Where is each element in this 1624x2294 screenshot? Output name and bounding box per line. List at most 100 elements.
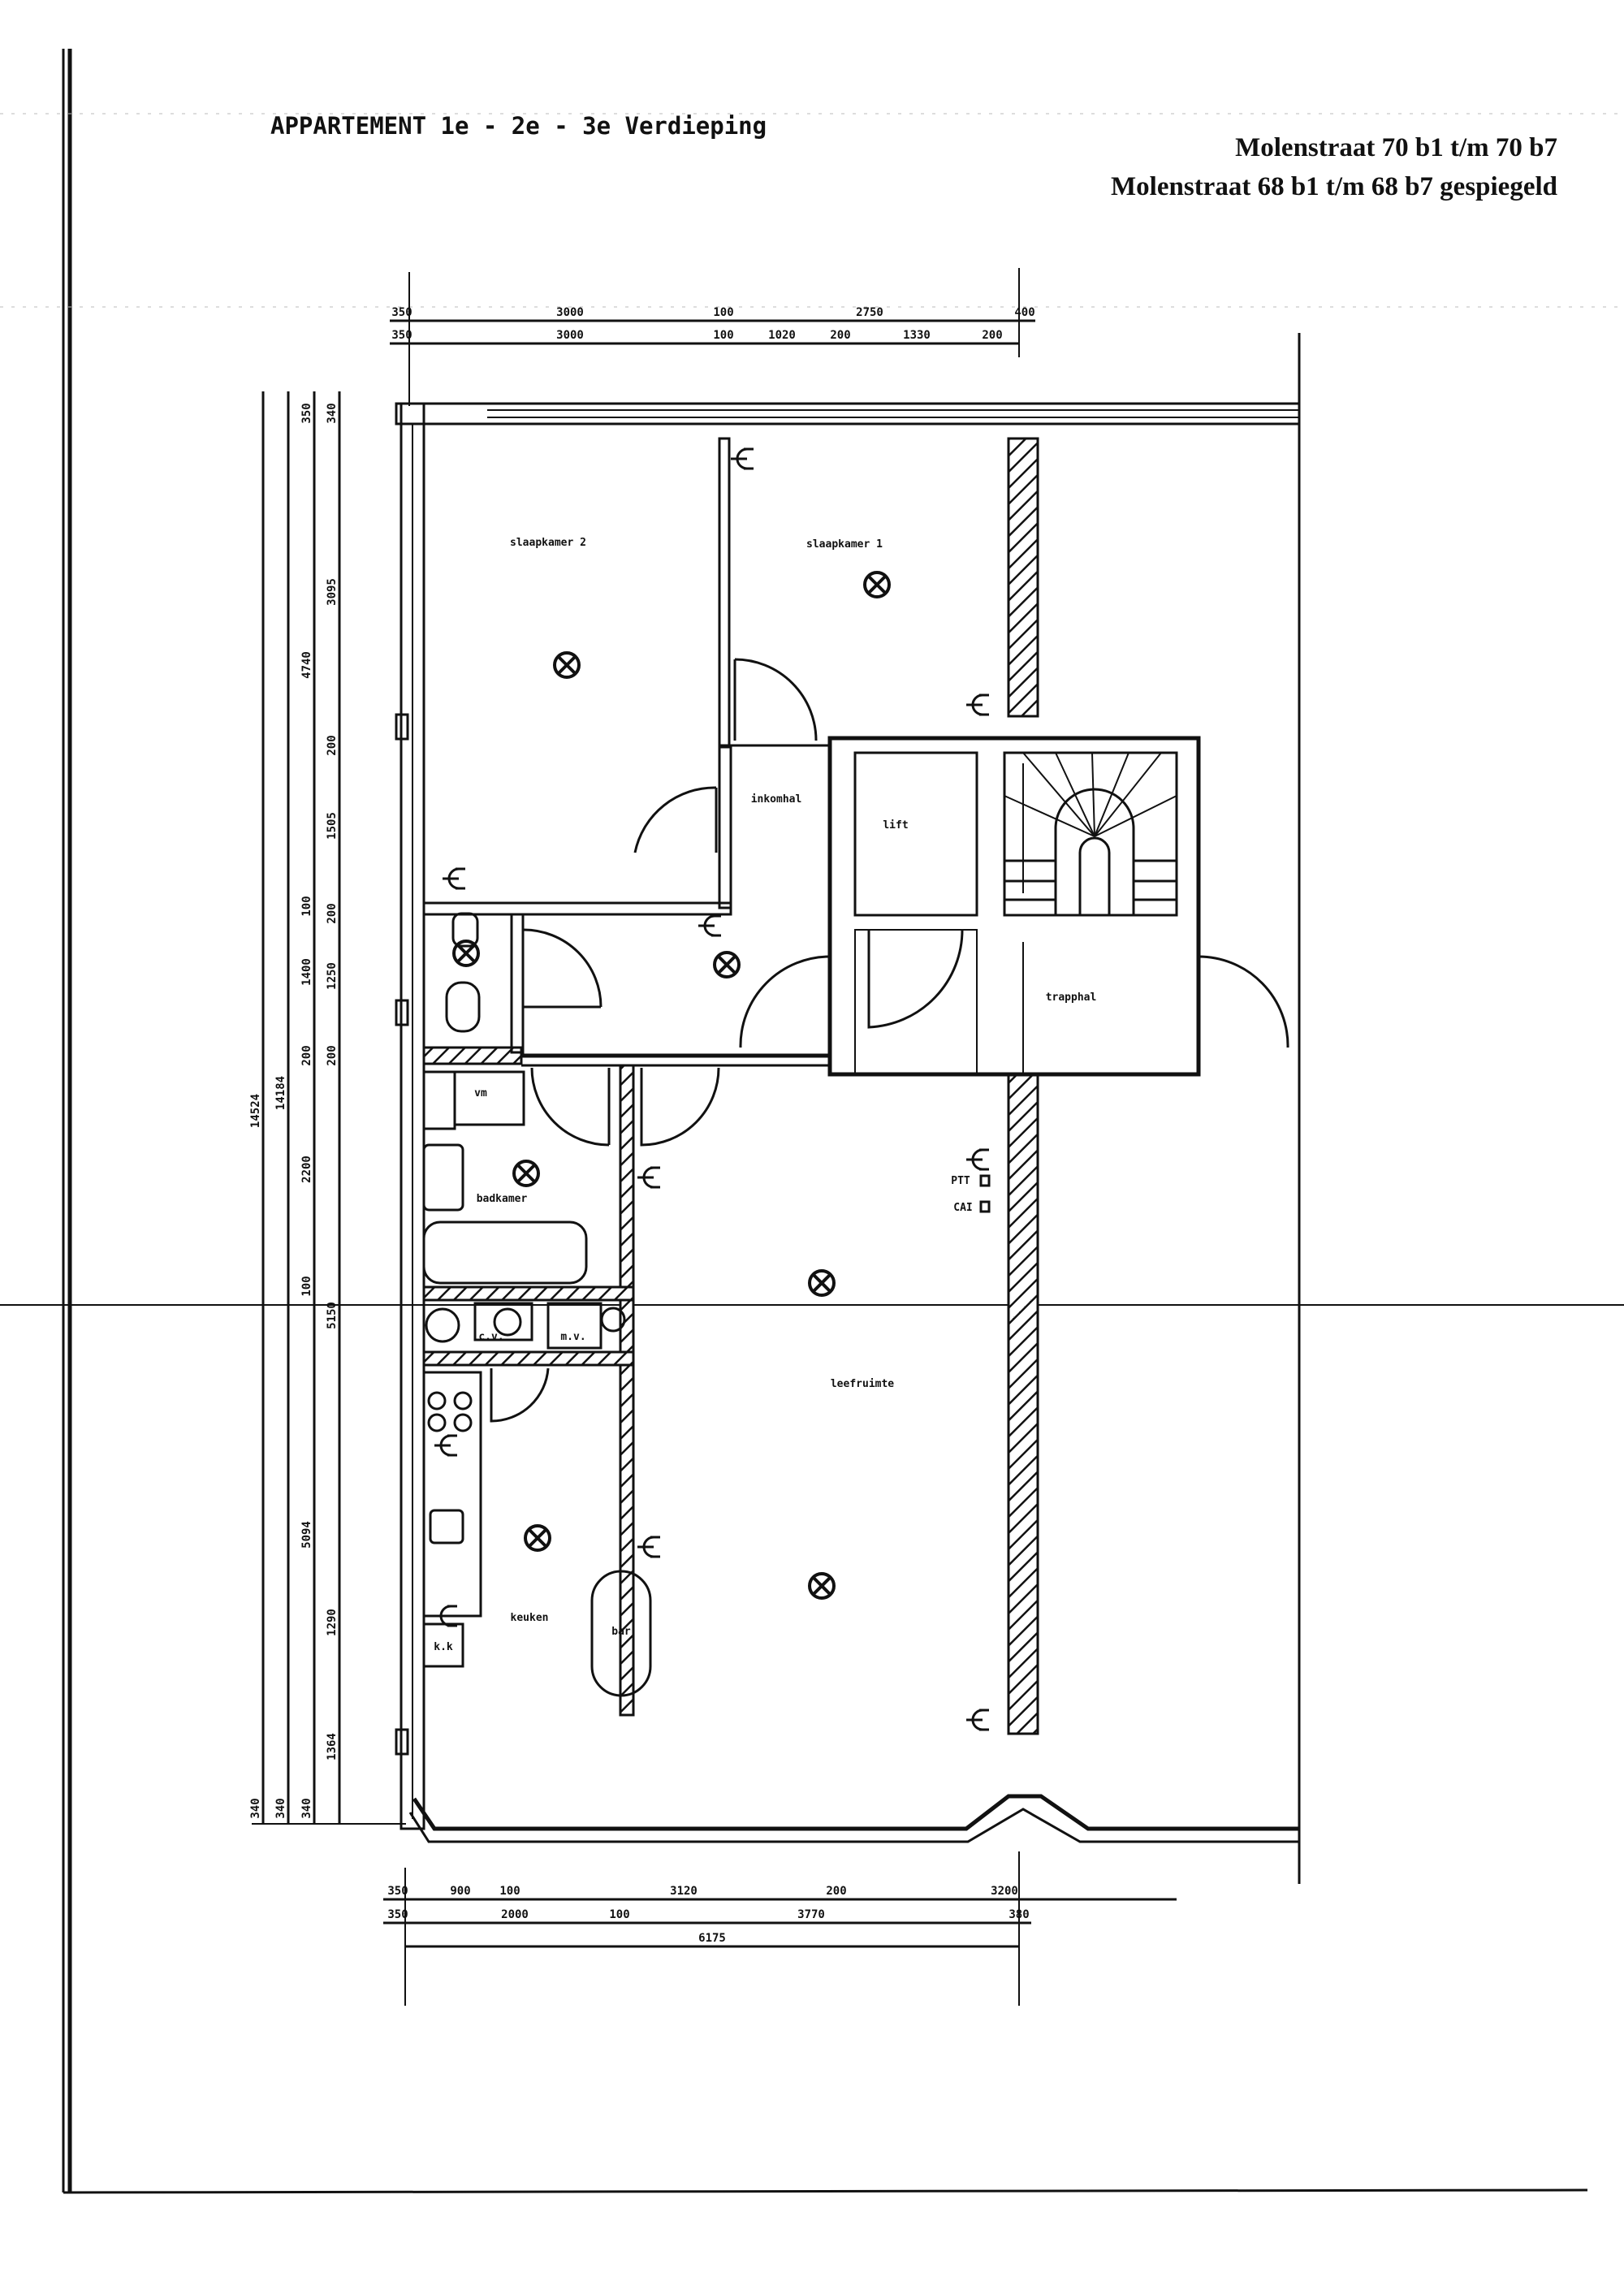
dimension-label: 1364 — [326, 1733, 339, 1760]
dimension-label: 200 — [300, 1045, 313, 1065]
lift-shaft — [853, 751, 978, 917]
dimension-label: 6175 — [698, 1932, 726, 1945]
room-label-elevator: lift — [883, 819, 908, 832]
label-central-heating: c.v. — [478, 1331, 503, 1343]
dimension-label: 2750 — [856, 306, 883, 319]
ceiling-light-icon — [512, 1160, 540, 1187]
room-label-entrance-hall: inkomhal — [751, 793, 802, 806]
outlet-icon — [965, 1148, 991, 1171]
label-ventilation: m.v. — [560, 1331, 585, 1343]
room-label-bathroom: badkamer — [477, 1193, 528, 1205]
dimension-label: 3095 — [326, 578, 339, 606]
boiler — [425, 1307, 460, 1343]
dimension-label: 5150 — [326, 1302, 339, 1329]
toilet-cistern — [451, 912, 479, 948]
dimension-label: 100 — [300, 896, 313, 916]
dimension-label: 4740 — [300, 651, 313, 679]
dimension-label: 900 — [450, 1885, 470, 1898]
page-frame — [0, 49, 1624, 2194]
label-cable-outlet: CAI — [953, 1202, 972, 1214]
outlet-icon — [729, 447, 755, 470]
staircase — [1003, 751, 1178, 917]
ceiling-light-icon — [524, 1524, 551, 1552]
ceiling-light-icon — [808, 1572, 836, 1600]
dimension-label: 340 — [300, 1798, 313, 1818]
ceiling-light-icon — [553, 651, 581, 679]
room-label-kitchen: keuken — [511, 1612, 549, 1624]
outlet-icon — [697, 914, 723, 937]
dimension-label: 100 — [713, 329, 733, 342]
outlet-icon — [636, 1166, 662, 1189]
toilet — [445, 981, 481, 1033]
dimension-label: 3770 — [797, 1908, 825, 1921]
dimension-label: 350 — [387, 1885, 408, 1898]
dimension-label: 350 — [391, 329, 412, 342]
room-labels: slaapkamer 2 slaapkamer 1 inkomhal lift … — [434, 537, 1096, 1653]
building-core — [827, 736, 1201, 1077]
ceiling-light-icon — [863, 571, 891, 598]
room-label-bar: bar — [611, 1626, 631, 1638]
label-washer: vm — [474, 1087, 487, 1099]
dimension-label: 3000 — [556, 329, 584, 342]
address-line-2: Molenstraat 68 b1 t/m 68 b7 gespiegeld — [1111, 172, 1557, 201]
dimension-label: 100 — [300, 1276, 313, 1296]
plan-title: APPARTEMENT 1e - 2e - 3e Verdieping — [270, 112, 767, 140]
sink — [422, 1143, 464, 1212]
outlet-icon — [636, 1536, 662, 1558]
dimension-label: 200 — [982, 329, 1002, 342]
ceiling-light-icon — [808, 1269, 836, 1297]
ceiling-light-icon — [713, 951, 741, 979]
dimension-label: 340 — [249, 1798, 262, 1818]
dimension-label: 1290 — [326, 1609, 339, 1636]
interior-walls — [422, 437, 1039, 1735]
room-label-bedroom-1: slaapkamer 1 — [806, 538, 883, 551]
ceiling-lights — [452, 571, 891, 1600]
address-line-1: Molenstraat 70 b1 t/m 70 b7 — [1235, 133, 1557, 162]
dimension-label: 400 — [1014, 306, 1034, 319]
dimension-label: 380 — [1009, 1908, 1029, 1921]
dimension-label: 200 — [830, 329, 850, 342]
room-label-stair-hall: trapphal — [1046, 991, 1097, 1004]
dimension-label: 1330 — [903, 329, 931, 342]
dimension-label: 100 — [713, 306, 733, 319]
dimension-label: 200 — [326, 1045, 339, 1065]
bar-counter — [590, 1570, 652, 1697]
dimension-label: 2000 — [501, 1908, 529, 1921]
bathtub — [422, 1220, 588, 1285]
kitchen-counter — [422, 1371, 482, 1618]
dimension-label: 200 — [326, 735, 339, 755]
label-phone-outlet: PTT — [951, 1175, 970, 1187]
dimension-label: 3120 — [670, 1885, 698, 1898]
dimension-label: 340 — [274, 1798, 287, 1818]
dimension-label: 14184 — [274, 1076, 287, 1110]
dimension-label: 340 — [326, 403, 339, 423]
label-fridge: k.k — [434, 1641, 453, 1653]
dimension-label: 1250 — [326, 962, 339, 990]
room-label-bedroom-2: slaapkamer 2 — [510, 537, 586, 549]
dimension-label: 100 — [609, 1908, 629, 1921]
washer-box — [422, 1070, 456, 1130]
dimension-label: 350 — [300, 403, 313, 423]
dimension-label: 2200 — [300, 1156, 313, 1183]
dimension-label: 350 — [391, 306, 412, 319]
dimension-label: 14524 — [249, 1094, 262, 1128]
outlet-icon — [441, 867, 467, 890]
dimension-label: 1400 — [300, 958, 313, 986]
dimension-lines — [252, 268, 1177, 2006]
wall-outlets — [433, 447, 991, 1731]
doors — [490, 658, 1289, 1423]
outlet-icon — [965, 1709, 991, 1731]
outlet-icon — [433, 1434, 459, 1457]
room-label-living-room: leefruimte — [831, 1378, 894, 1390]
kitchen-sink — [429, 1509, 464, 1544]
dimension-label: 5094 — [300, 1521, 313, 1549]
outlet-icon — [965, 693, 991, 716]
dimension-label: 350 — [387, 1908, 408, 1921]
dimension-label: 100 — [499, 1885, 520, 1898]
exterior-walls — [395, 333, 1301, 1884]
dimension-label: 3000 — [556, 306, 584, 319]
dimension-label: 3200 — [991, 1885, 1018, 1898]
dimension-label: 200 — [826, 1885, 846, 1898]
